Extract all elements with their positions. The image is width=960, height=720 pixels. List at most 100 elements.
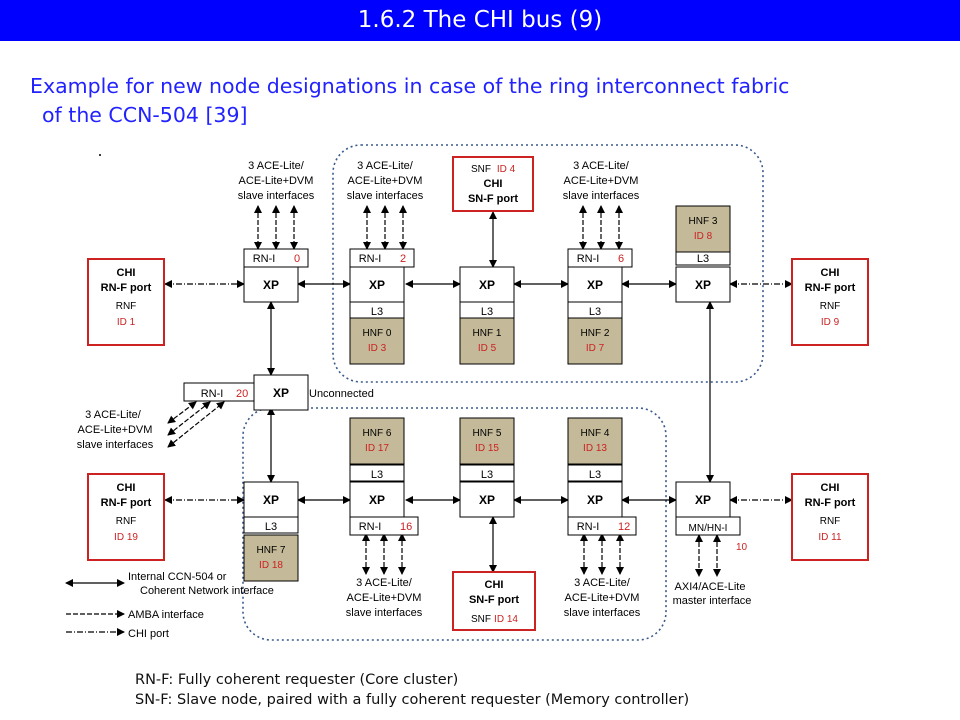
hnf-label: HNF 3	[689, 216, 718, 227]
hnf-node	[567, 417, 623, 465]
snf-label: SNF	[471, 164, 491, 175]
rn-i-id: 0	[294, 253, 300, 265]
legend-amba-label: AMBA interface	[128, 609, 204, 621]
hnf-label: HNF 0	[363, 328, 392, 339]
snf-id: ID 14	[494, 614, 518, 625]
xp-label: XP	[695, 278, 711, 292]
mn-hn-i-line2: master interface	[673, 595, 752, 607]
xp-node	[243, 481, 299, 518]
mn-hn-i-label: MN/HN-I	[689, 523, 728, 534]
xp-label: XP	[479, 493, 495, 507]
stray-dot	[99, 154, 101, 156]
xp-node	[567, 481, 623, 518]
hnf-label: HNF 1	[473, 328, 502, 339]
hnf-id: ID 3	[368, 343, 387, 354]
ace-lite-rni-0-line: ACE-Lite+DVM	[239, 175, 314, 187]
ace-lite-rni-6-line: 3 ACE-Lite/	[573, 160, 630, 172]
hnf-node	[459, 417, 515, 465]
snf-line1: CHI	[485, 579, 504, 591]
snf-id: ID 4	[497, 164, 516, 175]
ace-lite-rni-12-line: 3 ACE-Lite/	[574, 577, 631, 589]
xp-label: XP	[369, 493, 385, 507]
xp-node	[675, 266, 731, 303]
hnf-label: HNF 6	[363, 428, 392, 439]
ace-lite-rni-16-line: 3 ACE-Lite/	[356, 577, 413, 589]
ace-lite-rni-0-line: 3 ACE-Lite/	[248, 160, 305, 172]
xp-node	[349, 481, 405, 518]
rn-f-port	[791, 473, 869, 561]
note-rnf: RN-F: Fully coherent requester (Core clu…	[135, 672, 459, 688]
mn-hn-i-id: 10	[736, 542, 748, 553]
rnf-line1: CHI	[117, 482, 136, 494]
rnf-line1: CHI	[821, 267, 840, 279]
notes: RN-F: Fully coherent requester (Core clu…	[135, 670, 689, 710]
rn-i-label: RN-I	[359, 253, 382, 265]
ace-lite-rni-20-arrow	[167, 401, 197, 424]
rn-i-id: 6	[618, 253, 624, 265]
snf-port-bottom	[452, 571, 536, 631]
rn-i-label: RN-I	[577, 521, 600, 533]
hnf-id: ID 17	[365, 443, 389, 454]
xp-label: XP	[695, 493, 711, 507]
snf-label: SNF	[471, 614, 491, 625]
rnf-id: ID 11	[818, 532, 842, 543]
rn-i-label: RN-I	[577, 253, 600, 265]
xp-node	[567, 266, 623, 303]
xp-label: XP	[479, 278, 495, 292]
l3-label: L3	[697, 253, 709, 265]
rn-i-node	[567, 248, 633, 268]
rn-i-id: 2	[400, 253, 406, 265]
ace-lite-rni-12-line: ACE-Lite+DVM	[565, 592, 640, 604]
subtitle-line-1: Example for new node designations in cas…	[30, 74, 790, 98]
xp-label: XP	[587, 278, 603, 292]
hnf-node	[567, 317, 623, 365]
l3-cache	[349, 464, 405, 482]
hnf-node	[675, 205, 731, 253]
rnf-label: RNF	[820, 301, 841, 312]
l3-cache	[459, 464, 515, 482]
l3-cache	[243, 516, 299, 534]
xp-label: XP	[263, 493, 279, 507]
ace-lite-rni-16-line: slave interfaces	[346, 607, 423, 619]
l3-label: L3	[371, 469, 383, 481]
l3-label: L3	[265, 521, 277, 533]
rnf-label: RNF	[116, 516, 137, 527]
rnf-line2: RN-F port	[805, 497, 856, 509]
top-cluster-region	[332, 144, 764, 383]
rn-i-label: RN-I	[201, 388, 224, 400]
ace-lite-rni-20-line: slave interfaces	[77, 439, 154, 451]
rnf-label: RNF	[820, 516, 841, 527]
snf-port-top	[452, 156, 534, 212]
hnf-id: ID 18	[259, 560, 283, 571]
hnf-node	[459, 317, 515, 365]
rnf-line1: CHI	[117, 267, 136, 279]
subtitle-line-2: of the CCN-504 [39]	[42, 103, 248, 127]
note-snf: SN-F: Slave node, paired with a fully co…	[135, 692, 690, 708]
hnf-id: ID 13	[583, 443, 607, 454]
hnf-id: ID 7	[586, 343, 605, 354]
slide-subtitle: Example for new node designations in cas…	[30, 72, 940, 130]
xp-node	[459, 266, 515, 303]
rnf-line2: RN-F port	[101, 497, 152, 509]
hnf-label: HNF 5	[473, 428, 502, 439]
unconnected-label: Unconnected	[309, 388, 374, 400]
rn-i-node	[243, 248, 309, 268]
l3-label: L3	[481, 469, 493, 481]
rnf-label: RNF	[116, 301, 137, 312]
ace-lite-rni-2-line: slave interfaces	[347, 190, 424, 202]
rnf-id: ID 1	[117, 317, 136, 328]
rn-i-node-unconnected	[183, 382, 255, 402]
xp-label: XP	[587, 493, 603, 507]
xp-node	[253, 374, 309, 411]
xp-node	[675, 481, 731, 518]
rn-f-port	[791, 258, 869, 346]
rnf-line2: RN-F port	[805, 282, 856, 294]
xp-node	[243, 266, 299, 303]
rn-i-id: 20	[236, 388, 248, 400]
rn-i-label: RN-I	[359, 521, 382, 533]
rn-i-node	[349, 248, 415, 268]
legend-internal-label: Internal CCN-504 or	[128, 571, 227, 583]
ace-lite-rni-0-line: slave interfaces	[238, 190, 315, 202]
hnf-node	[349, 417, 405, 465]
